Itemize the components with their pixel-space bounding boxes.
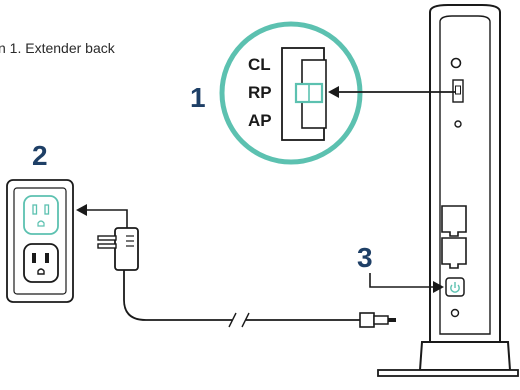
step-number-3: 3 [357,242,373,273]
step-number-1: 1 [190,82,206,113]
plug-to-outlet-arrow [76,204,128,228]
switch-label-rp: RP [248,83,272,102]
power-plug-icon [97,227,139,271]
wall-outlet-icon [6,179,74,303]
switch-pointer-arrow [328,86,456,98]
device-base [377,369,519,377]
ethernet-port-icon [441,237,467,269]
led-indicator-icon [454,120,462,128]
ethernet-port-icon [441,205,467,237]
mode-switch-small [452,79,464,103]
reset-button-icon [450,57,462,69]
outlet-top-socket [23,195,59,235]
figure-caption: n 1. Extender back [0,40,115,56]
switch-label-cl: CL [248,55,271,74]
power-pointer-arrow [369,273,444,293]
extender-device [377,4,519,377]
device-stand [418,341,512,371]
outlet-bottom-socket [23,243,59,283]
power-icon [445,277,465,297]
power-cable [123,270,396,328]
step-number-2: 2 [32,140,48,171]
switch-label-ap: AP [248,111,272,130]
power-jack-icon [450,308,460,318]
switch-zoom-callout [219,21,363,165]
